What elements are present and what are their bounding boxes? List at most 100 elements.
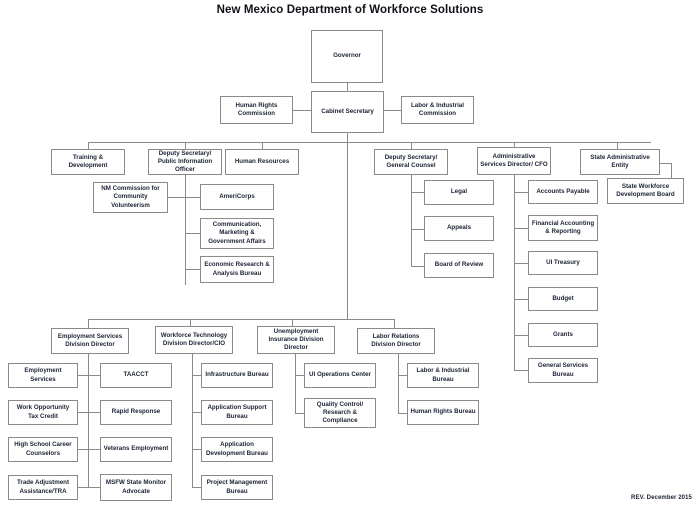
connector-drop-ui-dd <box>292 319 293 328</box>
connector-admin-grants <box>514 335 528 336</box>
node-legal[interactable]: Legal <box>424 180 494 205</box>
connector-general-counsel-stem <box>411 175 412 267</box>
connector-drop-admin-services <box>514 142 515 149</box>
connector-drop-state-admin-entity <box>617 142 618 149</box>
node-unemployment-insurance-division-director[interactable]: Unemployment Insurance Division Director <box>257 326 335 354</box>
connector-wt-infrastructure <box>192 375 201 376</box>
node-application-development-bureau[interactable]: Application Development Bureau <box>201 437 273 462</box>
node-human-rights-bureau[interactable]: Human Rights Bureau <box>407 400 479 425</box>
connector-tier2-bus <box>88 142 651 143</box>
connector-drop-workforce-tech-dd <box>190 319 191 328</box>
node-labor-relations-division-director[interactable]: Labor Relations Division Director <box>357 328 435 354</box>
node-project-management-bureau[interactable]: Project Management Bureau <box>201 475 273 500</box>
node-training-development[interactable]: Training & Development <box>51 149 125 175</box>
connector-lr-labor-industrial-bureau <box>398 375 407 376</box>
node-high-school-career-counselors[interactable]: High School Career Counselors <box>8 437 78 462</box>
node-deputy-secretary-pio[interactable]: Deputy Secretary/ Public Information Off… <box>148 149 222 175</box>
node-board-of-review[interactable]: Board of Review <box>424 253 494 278</box>
node-communication-marketing-gov-affairs[interactable]: Communication, Marketing & Government Af… <box>200 218 274 249</box>
node-general-services-bureau-label: General Services Bureau <box>537 362 589 378</box>
node-employment-services-division-director[interactable]: Employment Services Division Director <box>51 328 129 354</box>
connector-admin-ui-treasury <box>514 263 528 264</box>
node-labor-industrial-bureau[interactable]: Labor & Industrial Bureau <box>407 363 479 388</box>
node-state-administrative-entity[interactable]: State Administrative Entity <box>580 149 660 175</box>
connector-wt-project-management <box>192 487 201 488</box>
node-application-support-bureau-label: Application Support Bureau <box>207 404 267 420</box>
node-msfw-state-monitor-advocate[interactable]: MSFW State Monitor Advocate <box>100 474 172 501</box>
connector-drop-human-resources <box>262 142 263 149</box>
node-state-workforce-development-board[interactable]: State Workforce Development Board <box>607 178 684 204</box>
connector-es-msfw <box>88 487 100 488</box>
node-general-services-bureau[interactable]: General Services Bureau <box>528 358 598 383</box>
connector-workforce-tech-stem <box>192 354 193 487</box>
node-rapid-response-label: Rapid Response <box>111 408 161 416</box>
node-labor-relations-division-director-label: Labor Relations Division Director <box>371 332 421 348</box>
node-cabinet-secretary[interactable]: Cabinet Secretary <box>311 91 384 133</box>
connector-cabinet-labor-industrial-commission <box>384 110 401 111</box>
node-financial-accounting-reporting-label: Financial Accounting & Reporting <box>531 219 595 235</box>
node-employment-services[interactable]: Employment Services <box>8 363 78 388</box>
node-veterans-employment[interactable]: Veterans Employment <box>100 437 172 462</box>
node-legal-label: Legal <box>450 188 468 196</box>
node-high-school-career-counselors-label: High School Career Counselors <box>14 441 72 457</box>
revision-note: REV. December 2015 <box>631 495 692 501</box>
connector-general-counsel-appeals <box>411 229 424 230</box>
node-appeals[interactable]: Appeals <box>424 216 494 241</box>
node-rapid-response[interactable]: Rapid Response <box>100 400 172 425</box>
node-human-rights-bureau-label: Human Rights Bureau <box>410 408 476 416</box>
node-veterans-employment-label: Veterans Employment <box>103 445 169 453</box>
connector-cabinet-human-rights-commission <box>293 110 311 111</box>
connector-general-counsel-legal <box>411 192 424 193</box>
node-nm-commission-community-volunteerism[interactable]: NM Commission for Community Volunteerism <box>93 182 168 213</box>
node-governor[interactable]: Governor <box>311 30 383 83</box>
connector-wt-application-development <box>192 449 201 450</box>
node-project-management-bureau-label: Project Management Bureau <box>206 479 268 495</box>
node-admin-services-director-cfo[interactable]: Administrative Services Director/ CFO <box>477 147 551 175</box>
node-ui-treasury[interactable]: UI Treasury <box>528 251 598 275</box>
connector-drop-employment-services-dd <box>88 319 89 328</box>
node-workforce-technology-division-director-cio[interactable]: Workforce Technology Division Director/C… <box>155 326 233 354</box>
node-trade-adjustment-assistance-tra[interactable]: Trade Adjustment Assistance/TRA <box>8 475 78 500</box>
connector-deputy-pio-americorps <box>185 197 200 198</box>
connector-ui-operations-center <box>295 375 304 376</box>
connector-es-work-opportunity <box>78 412 88 413</box>
node-quality-control-research-compliance[interactable]: Quality Control/ Research & Compliance <box>304 398 376 428</box>
node-ui-operations-center-label: UI Operations Center <box>309 371 371 379</box>
connector-tier3-bus <box>88 319 394 320</box>
connector-labor-relations-stem <box>398 354 399 413</box>
node-human-rights-commission-label: Human Rights Commission <box>235 101 278 117</box>
node-work-opportunity-tax-credit[interactable]: Work Opportunity Tax Credit <box>8 400 78 425</box>
node-cabinet-secretary-label: Cabinet Secretary <box>321 107 374 115</box>
connector-ui-quality-control <box>295 413 304 414</box>
node-americorps[interactable]: AmeriCorps <box>200 184 274 210</box>
connector-wt-application-support <box>192 412 201 413</box>
node-admin-services-director-cfo-label: Administrative Services Director/ CFO <box>480 152 548 168</box>
connector-sae-out <box>660 163 671 164</box>
node-msfw-state-monitor-advocate-label: MSFW State Monitor Advocate <box>105 479 167 495</box>
node-infrastructure-bureau-label: Infrastructure Bureau <box>205 371 269 379</box>
node-accounts-payable[interactable]: Accounts Payable <box>528 180 598 204</box>
connector-drop-labor-relations-dd <box>394 319 395 328</box>
node-human-rights-commission[interactable]: Human Rights Commission <box>220 96 293 124</box>
node-human-resources[interactable]: Human Resources <box>225 149 299 175</box>
node-financial-accounting-reporting[interactable]: Financial Accounting & Reporting <box>528 215 598 241</box>
node-application-support-bureau[interactable]: Application Support Bureau <box>201 400 273 425</box>
node-labor-industrial-commission[interactable]: Labor & Industrial Commission <box>401 96 474 124</box>
node-grants-label: Grants <box>553 330 573 338</box>
connector-deputy-pio-nm-commission <box>168 197 186 198</box>
node-budget[interactable]: Budget <box>528 287 598 311</box>
node-infrastructure-bureau[interactable]: Infrastructure Bureau <box>201 363 273 388</box>
connector-drop-deputy-pio <box>185 142 186 149</box>
node-communication-marketing-gov-affairs-label: Communication, Marketing & Government Af… <box>208 221 266 245</box>
node-economic-research-analysis-bureau[interactable]: Economic Research & Analysis Bureau <box>200 256 274 283</box>
node-economic-research-analysis-bureau-label: Economic Research & Analysis Bureau <box>204 261 270 277</box>
node-accounts-payable-label: Accounts Payable <box>536 187 590 195</box>
node-governor-label: Governor <box>333 52 361 60</box>
node-ui-operations-center[interactable]: UI Operations Center <box>304 363 376 388</box>
node-taaact[interactable]: TAACCT <box>100 363 172 388</box>
node-budget-label: Budget <box>552 294 574 302</box>
connector-es-trade-adjustment <box>78 487 88 488</box>
node-deputy-secretary-general-counsel[interactable]: Deputy Secretary/ General Counsel <box>374 149 448 175</box>
node-deputy-secretary-general-counsel-label: Deputy Secretary/ General Counsel <box>384 153 438 169</box>
node-grants[interactable]: Grants <box>528 323 598 347</box>
